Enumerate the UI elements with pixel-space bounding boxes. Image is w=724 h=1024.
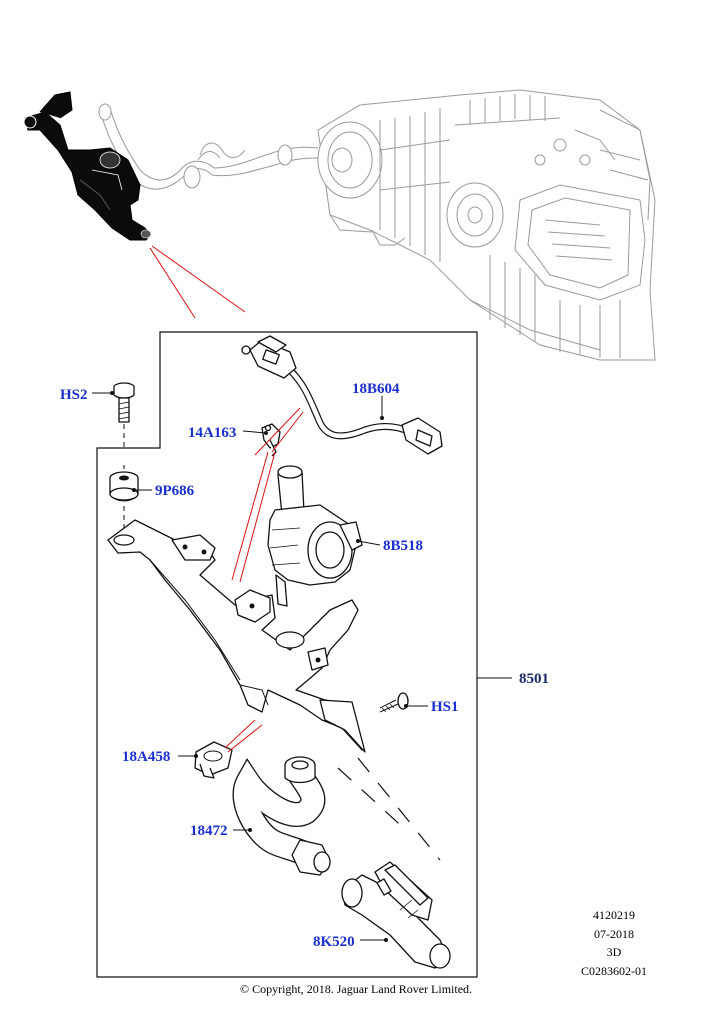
bolt-hs2	[113, 382, 135, 448]
grommet-18a458	[194, 741, 233, 779]
callout-leaders	[92, 391, 512, 942]
label-8k520[interactable]: 8K520	[313, 934, 355, 950]
label-hs2[interactable]: HS2	[60, 387, 88, 403]
screw-hs1	[379, 692, 409, 713]
ref-date: 07-2018	[594, 927, 634, 941]
red-leader-right	[151, 245, 246, 313]
label-18a458[interactable]: 18A458	[122, 749, 170, 765]
copyright-notice: © Copyright, 2018. Jaguar Land Rover Lim…	[240, 982, 472, 996]
wiring-harness-18b604	[241, 335, 443, 455]
pump-8b518	[267, 465, 363, 607]
valve-8k520	[341, 861, 451, 969]
highlighted-pump-assembly	[23, 91, 152, 241]
detail-frame	[96, 331, 478, 978]
clip-14a163	[261, 423, 281, 457]
hvac-assembly-background	[98, 89, 656, 361]
bracket-8501	[107, 519, 366, 753]
grommet-9p686	[109, 465, 139, 528]
label-hs1[interactable]: HS1	[431, 699, 459, 715]
ref-drawing-id: C0283602-01	[581, 964, 647, 978]
ref-number: 4120219	[593, 908, 635, 922]
ref-view: 3D	[607, 945, 622, 959]
label-14a163[interactable]: 14A163	[188, 425, 236, 441]
drawing-reference-block: 4120219 07-2018 3D C0283602-01	[581, 908, 647, 978]
label-18b604[interactable]: 18B604	[352, 381, 400, 397]
hose-18472	[232, 756, 331, 876]
label-9p686[interactable]: 9P686	[155, 483, 195, 499]
label-8501[interactable]: 8501	[519, 671, 549, 687]
label-18472[interactable]: 18472	[190, 823, 228, 839]
red-leader-left	[149, 247, 196, 319]
label-8b518[interactable]: 8B518	[383, 538, 423, 554]
